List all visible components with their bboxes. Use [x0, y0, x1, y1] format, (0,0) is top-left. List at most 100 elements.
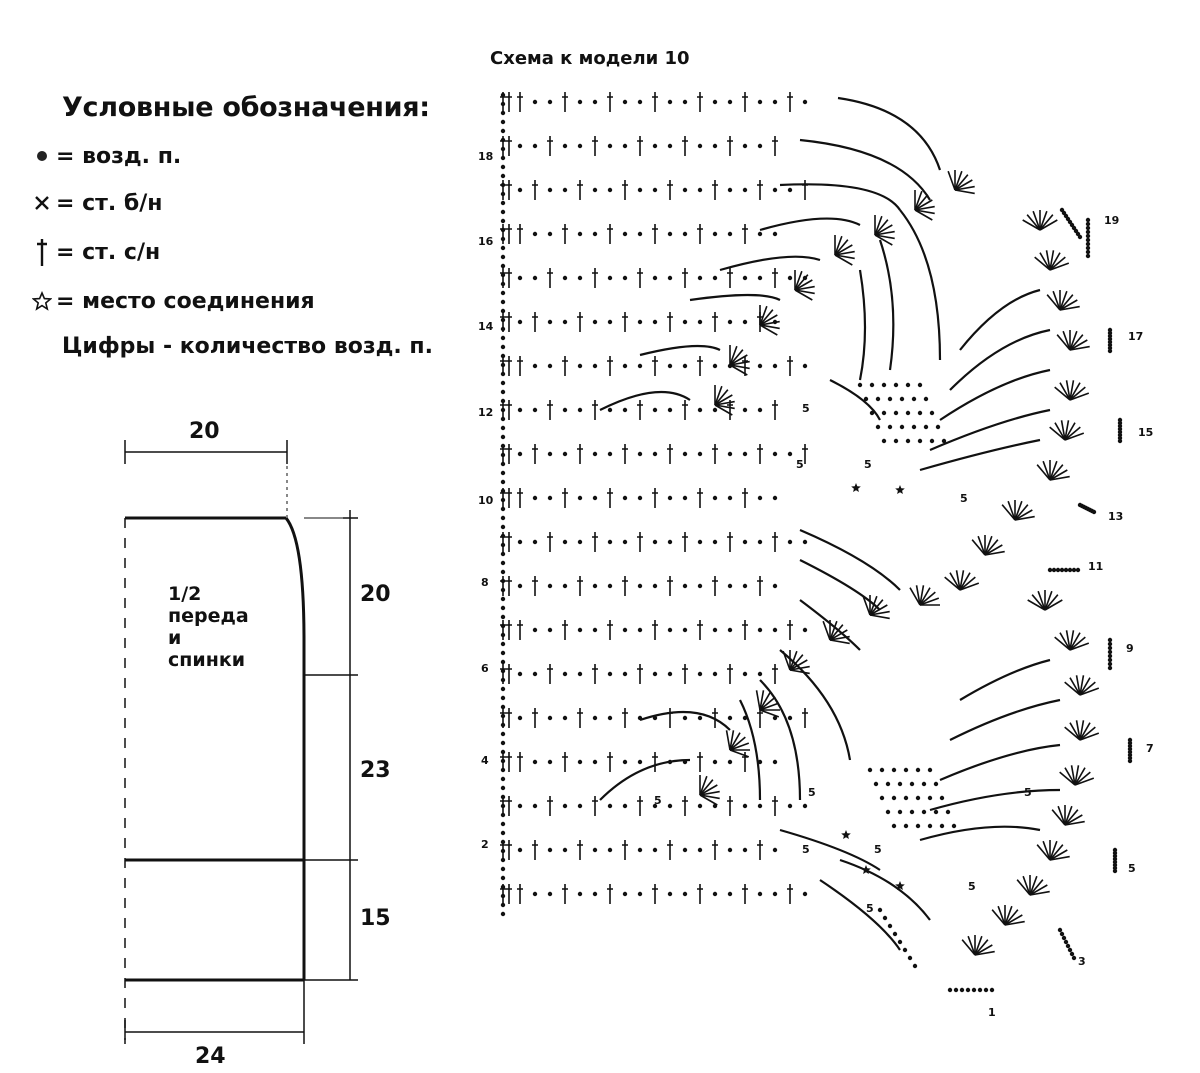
chain-dot [500, 605, 506, 611]
chain-dot [532, 627, 538, 633]
chain-dot [903, 795, 909, 801]
double-crochet-mark [506, 840, 512, 860]
chain-dot [1075, 567, 1081, 573]
chain-dot [772, 759, 778, 765]
chain-count-label: 5 [1024, 786, 1032, 799]
chain-dot [923, 424, 929, 430]
chain-dot [682, 891, 688, 897]
chain-dot [727, 495, 733, 501]
row-number-right: 3 [1078, 955, 1086, 968]
double-crochet-mark [562, 488, 568, 508]
chain-dot [500, 398, 506, 404]
double-crochet-mark [757, 840, 763, 860]
chain-dot [712, 275, 718, 281]
chain-dot [592, 187, 598, 193]
panel-label-line: 1/2 [168, 583, 202, 605]
double-crochet-mark [802, 444, 808, 464]
chain-dot [562, 451, 568, 457]
chain-dot [500, 488, 506, 494]
double-crochet-mark [506, 576, 512, 596]
chain-arc [829, 379, 881, 421]
chain-dot [622, 275, 628, 281]
double-crochet-mark [532, 180, 538, 200]
double-crochet-mark [577, 180, 583, 200]
chain-dot [517, 143, 523, 149]
chain-dot [667, 539, 673, 545]
chain-dot [712, 363, 718, 369]
chain-dot [577, 275, 583, 281]
double-crochet-mark [517, 92, 523, 112]
chain-dot [697, 187, 703, 193]
shell-fan [782, 649, 810, 675]
chain-dot [667, 671, 673, 677]
dim-right-middle: 23 [360, 758, 391, 783]
chain-dot [917, 410, 923, 416]
row-number-right: 9 [1126, 642, 1134, 655]
chain-dot [577, 671, 583, 677]
chain-dot [500, 650, 506, 656]
double-crochet-mark [517, 884, 523, 904]
chain-dot [500, 794, 506, 800]
double-crochet-mark [742, 356, 748, 376]
chain-dot [622, 99, 628, 105]
chain-dot [547, 627, 553, 633]
shell-fan [729, 345, 750, 376]
chain-count-label: 5 [968, 880, 976, 893]
join-star [861, 865, 871, 874]
double-crochet-mark [727, 268, 733, 288]
chain-arc [819, 879, 901, 951]
chain-dot [500, 857, 506, 863]
shell-fan [759, 305, 780, 336]
double-crochet-mark [637, 532, 643, 552]
chain-dot [500, 254, 506, 260]
chain-dot [500, 641, 506, 647]
chain-dot [869, 410, 875, 416]
chain-dot [532, 231, 538, 237]
chain-dot [742, 671, 748, 677]
chain-dot [891, 767, 897, 773]
star-icon [28, 291, 56, 311]
double-crochet-mark [697, 884, 703, 904]
shell-fan [1036, 459, 1070, 481]
chain-dot [562, 715, 568, 721]
chain-dot [500, 767, 506, 773]
chain-dot [757, 627, 763, 633]
chain-dot [757, 539, 763, 545]
double-crochet-mark [772, 796, 778, 816]
chain-dot [500, 353, 506, 359]
chain-dot [532, 99, 538, 105]
chain-dot [622, 231, 628, 237]
chain-dot [921, 809, 927, 815]
double-crochet-mark [607, 224, 613, 244]
double-crochet-mark [506, 356, 512, 376]
chain-arc [799, 138, 931, 201]
chain-dot [772, 847, 778, 853]
chain-arc [799, 559, 881, 611]
chain-dot [500, 308, 506, 314]
chain-dot [1069, 951, 1075, 957]
chain-dot [891, 795, 897, 801]
chain-arc [739, 699, 762, 801]
double-crochet-mark [787, 92, 793, 112]
chain-dot [500, 740, 506, 746]
double-crochet-mark [637, 268, 643, 288]
chain-dot [667, 407, 673, 413]
chain-dot [500, 335, 506, 341]
chain-dot [757, 803, 763, 809]
chain-dot [1107, 649, 1113, 655]
chain-dot [712, 539, 718, 545]
join-star [895, 485, 905, 494]
chain-dot [577, 539, 583, 545]
chain-dot [742, 275, 748, 281]
chain-dot [517, 847, 523, 853]
double-crochet-mark [547, 664, 553, 684]
chain-dot [927, 795, 933, 801]
chain-dot [532, 759, 538, 765]
chain-dot [923, 396, 929, 402]
double-crochet-mark [562, 620, 568, 640]
chain-dot [577, 759, 583, 765]
chain-dot [500, 758, 506, 764]
double-crochet-mark [742, 488, 748, 508]
chain-dot [915, 767, 921, 773]
